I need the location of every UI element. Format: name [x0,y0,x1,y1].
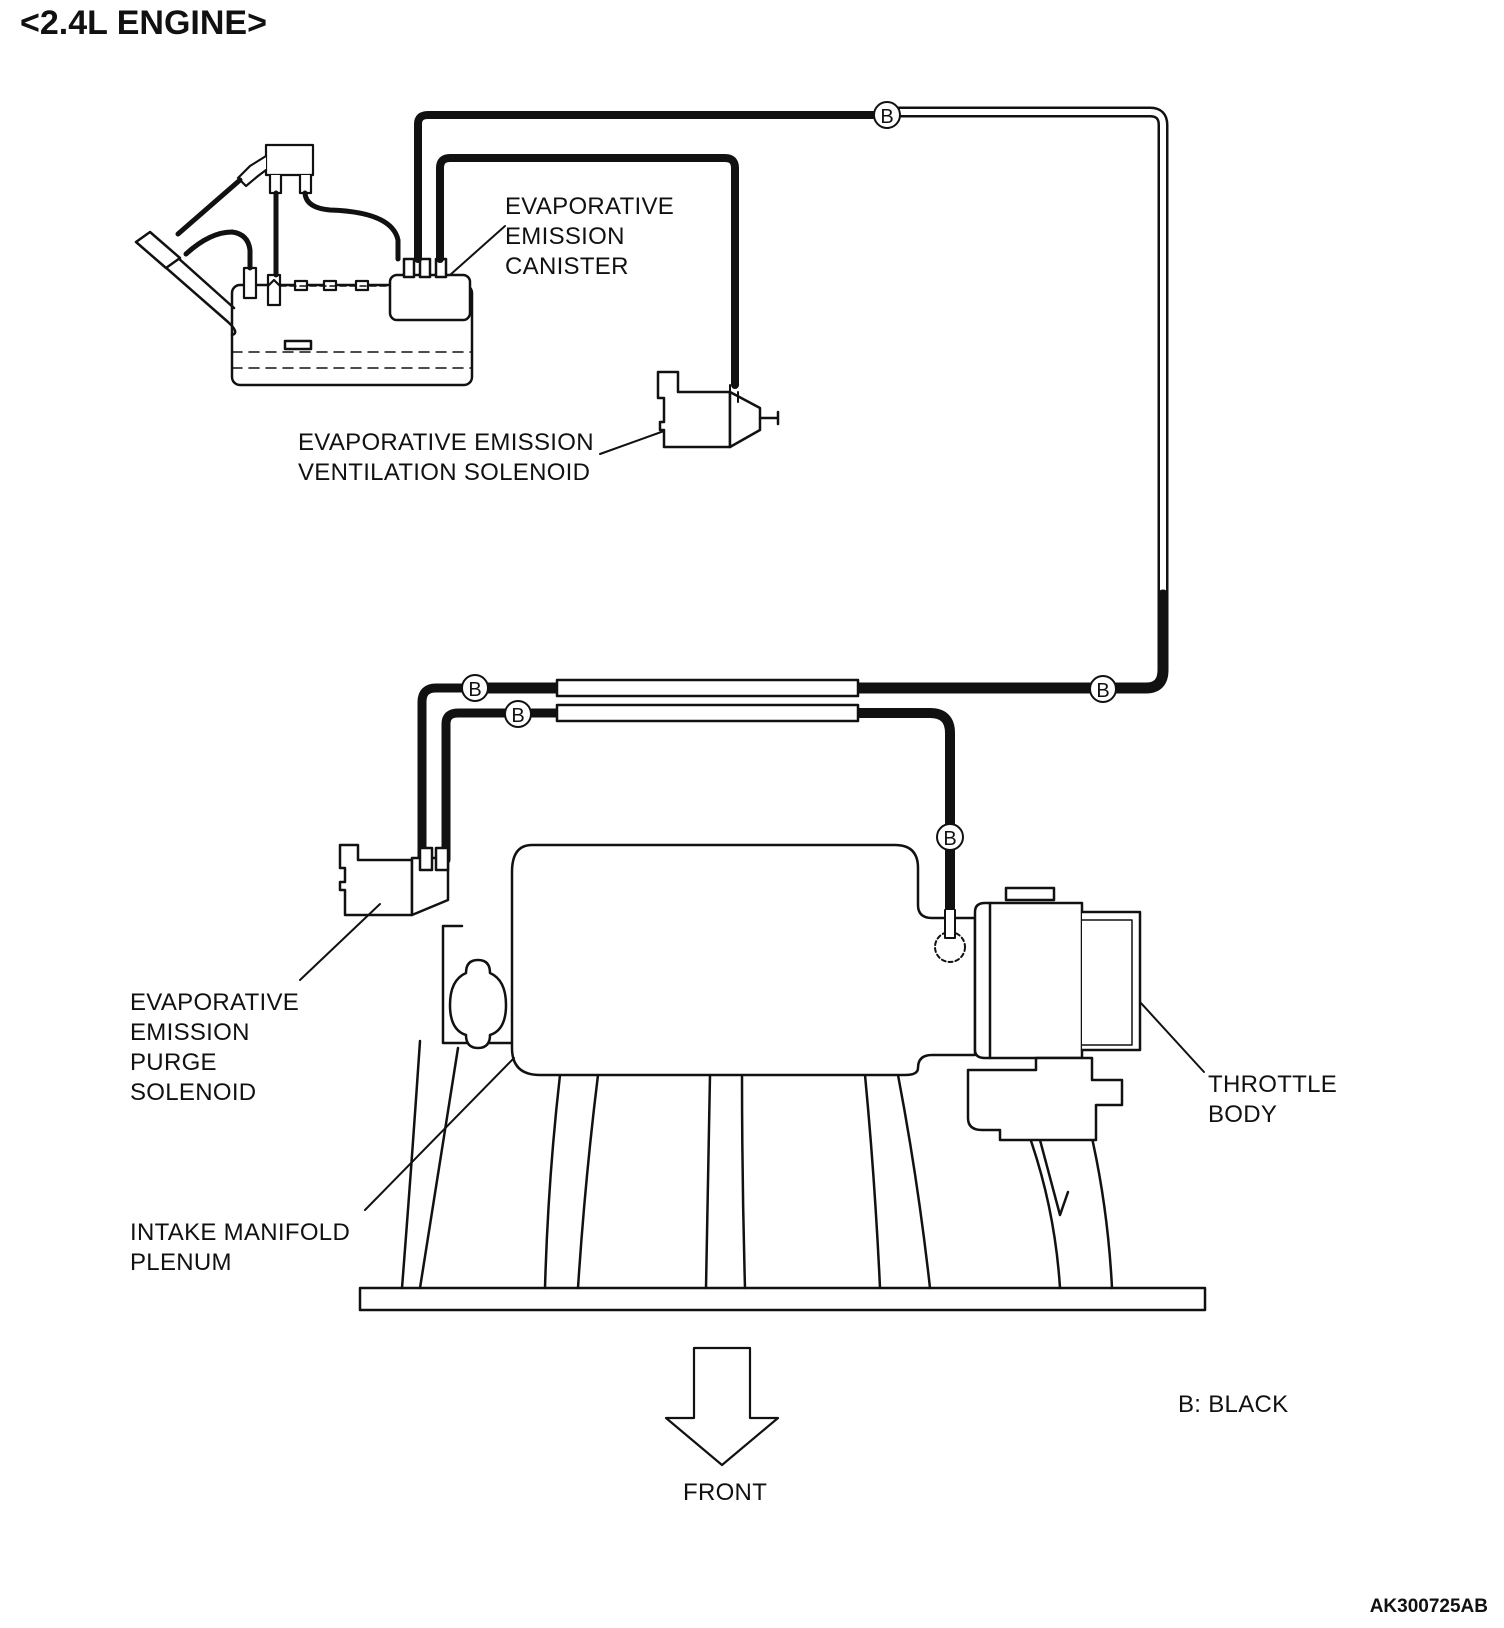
leader-lines [299,225,1205,1211]
label-ventilation-solenoid: EVAPORATIVE EMISSION VENTILATION SOLENOI… [298,429,594,486]
marker-b-1: B [873,101,901,129]
figure-code: AK300725AB [1369,1596,1488,1617]
hose-purge-to-throttle [441,708,955,915]
front-arrow [664,1346,780,1467]
hose-color-markers: B B B B B [461,101,1117,851]
t-fitting [236,143,315,195]
marker-b-2: B [1089,675,1117,703]
tank-hoses [175,177,401,278]
marker-b-3: B [461,674,489,702]
label-throttle-body: THROTTLE BODY [1208,1071,1338,1128]
intake-manifold-plenum [510,843,977,1077]
hose-canister-to-ventilation [436,154,739,389]
label-intake-manifold-plenum: INTAKE MANIFOLD PLENUM [130,1219,351,1276]
evaporative-emission-canister [388,257,472,322]
marker-b-4: B [504,700,532,728]
page-title: <2.4L ENGINE> [20,4,267,42]
label-purge-solenoid: EVAPORATIVE EMISSION PURGE SOLENOID [130,989,300,1106]
svg-text:B: B [511,705,524,727]
intake-manifold [358,924,1207,1312]
svg-text:B: B [468,679,481,701]
throttle-body [966,886,1142,1142]
purge-solenoid [338,843,450,917]
marker-b-5: B [936,823,964,851]
svg-text:B: B [943,828,956,850]
metal-tubes [555,678,860,723]
hose-canister-to-purge [414,106,1169,865]
ventilation-solenoid [656,370,780,449]
label-canister: EVAPORATIVE EMISSION CANISTER [505,193,675,280]
svg-text:B: B [880,106,893,128]
legend-black: B: BLACK [1178,1391,1289,1418]
svg-text:B: B [1096,680,1109,702]
label-front: FRONT [683,1479,768,1506]
tank-vent-valves [242,266,391,307]
